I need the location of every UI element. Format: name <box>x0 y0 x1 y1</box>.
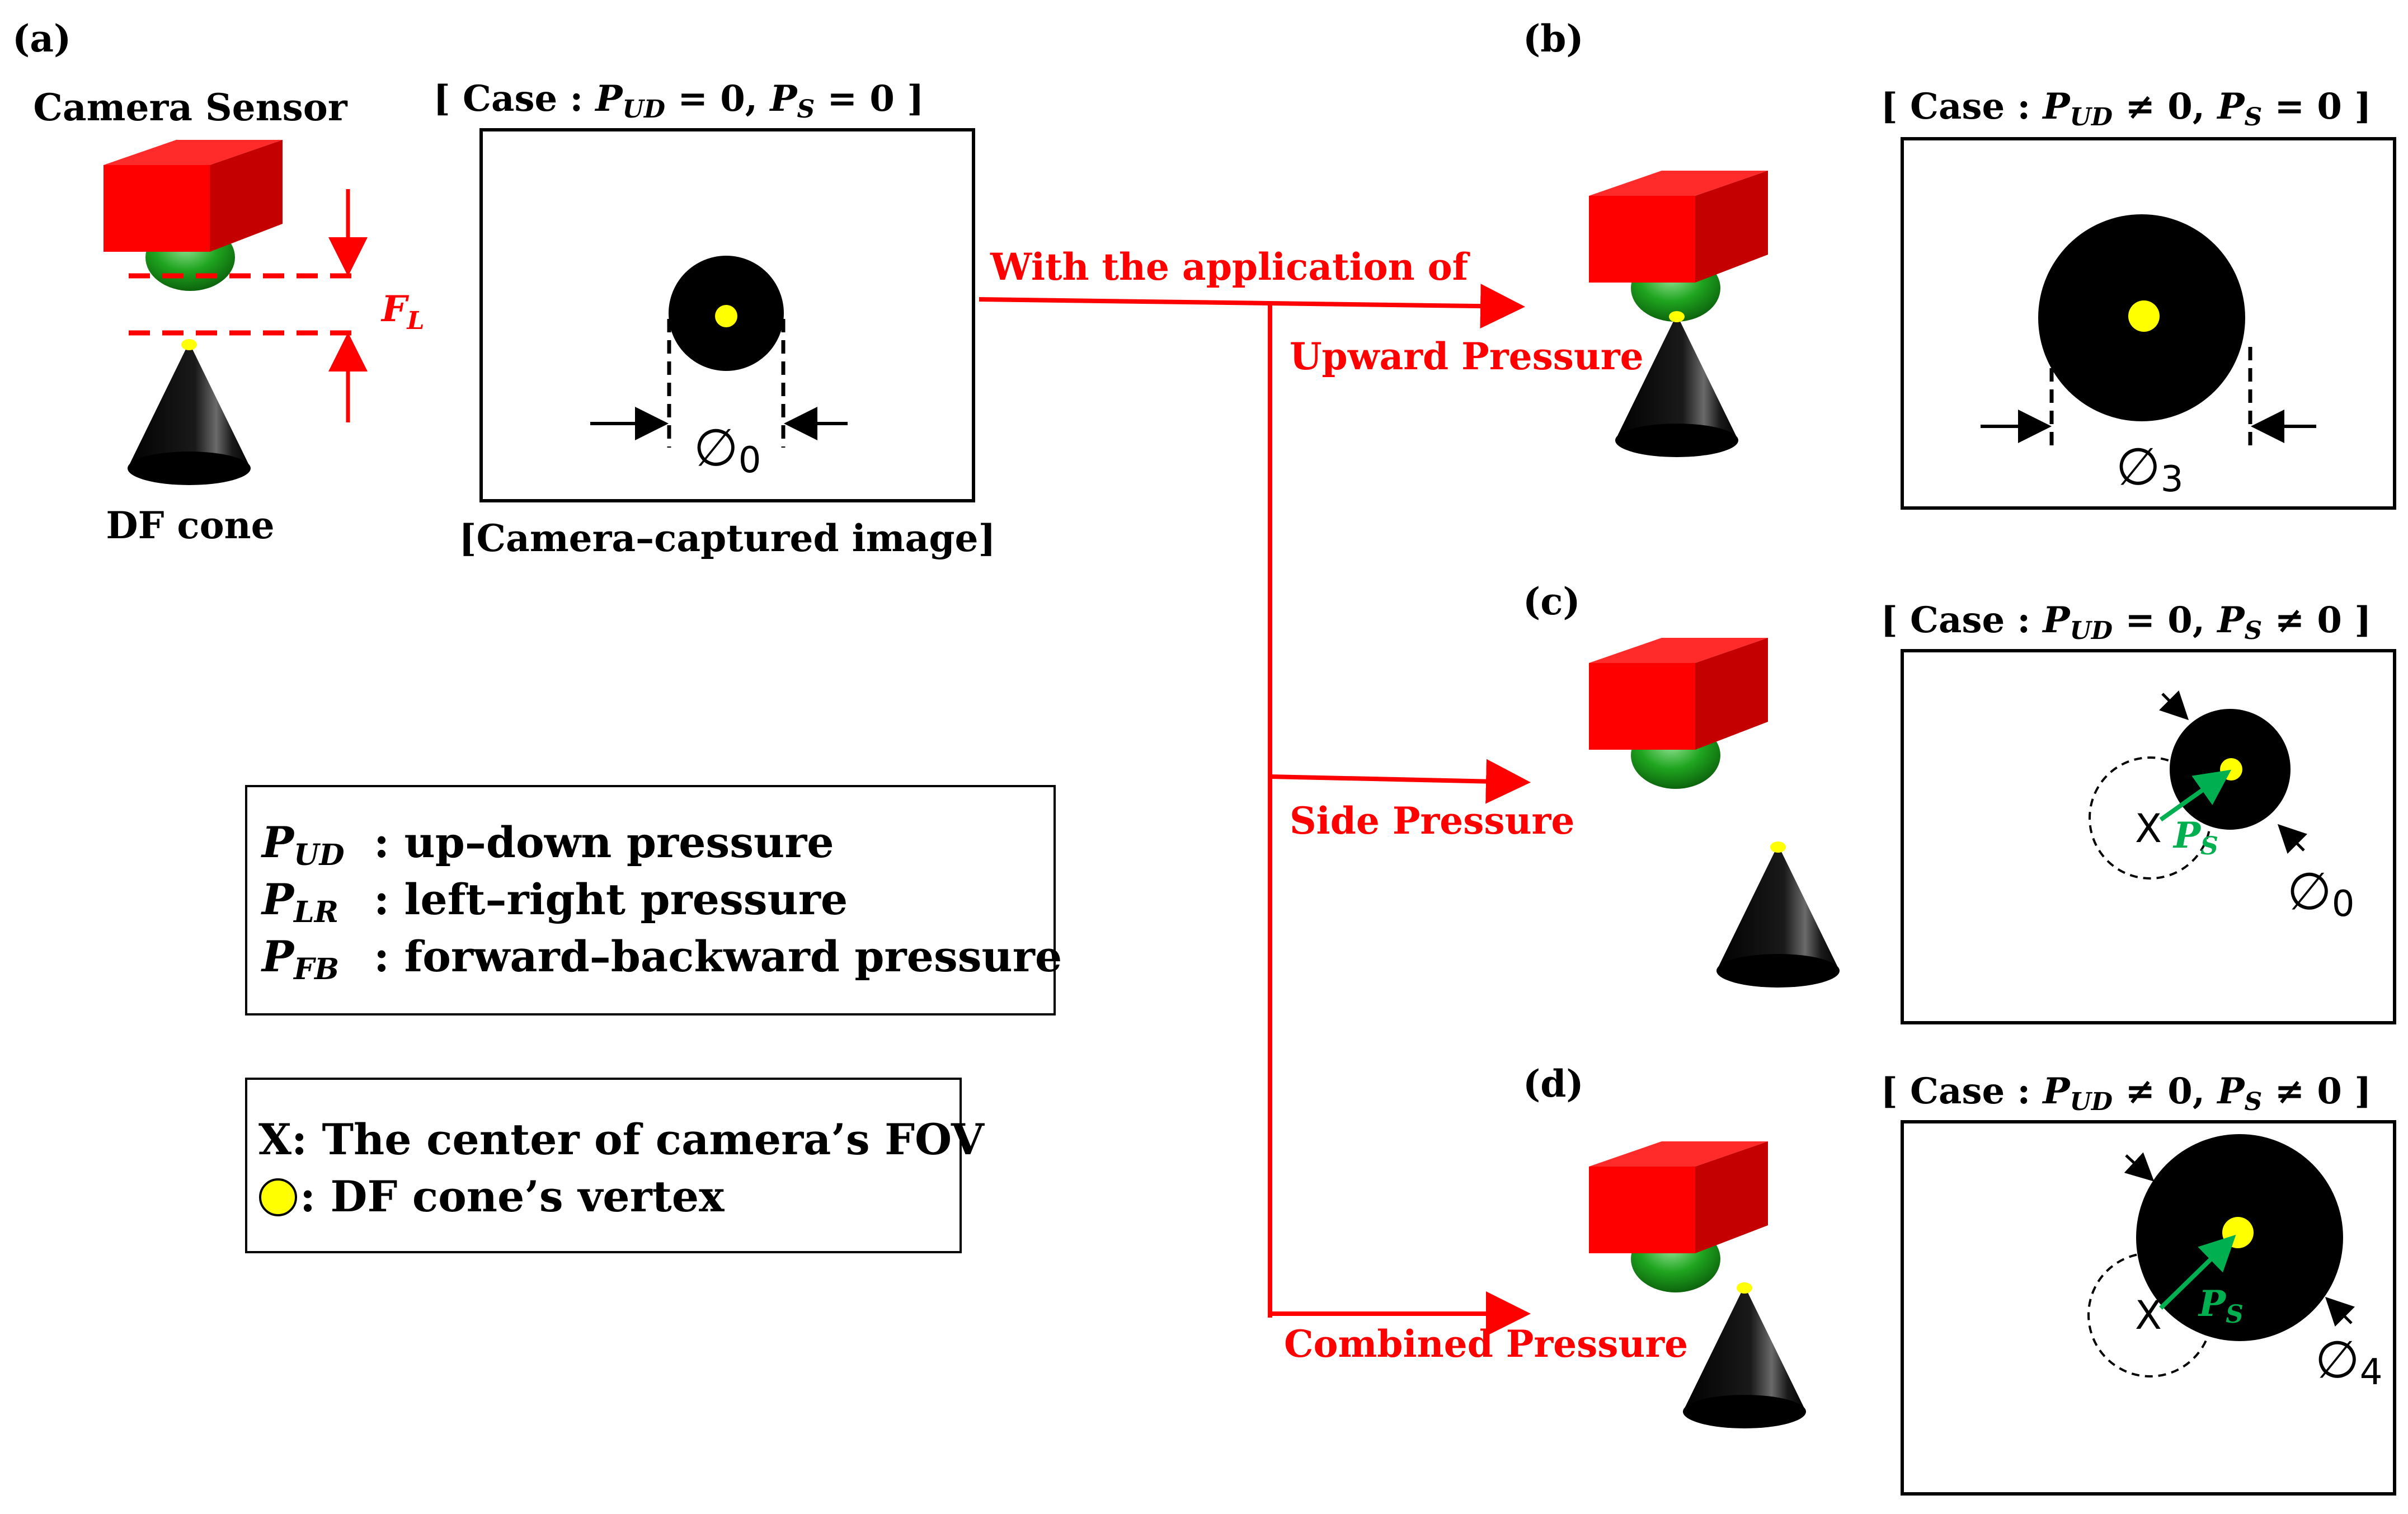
panel-c-case: [ Case : PUD = 0, PS ≠ 0 ] <box>1880 599 2371 645</box>
df-cone-icon <box>1716 841 1840 988</box>
df-cone-icon <box>1683 1282 1806 1428</box>
captured-image-frame <box>479 128 975 502</box>
side-arrow <box>1269 759 1531 804</box>
df-cone-icon <box>128 339 251 485</box>
main-arrow <box>979 284 1525 329</box>
panel-a-case: [ Case : PUD = 0, PS = 0 ] <box>433 78 924 124</box>
fov-center-mark: X <box>2135 806 2162 852</box>
side-pressure-vector <box>2159 769 2232 822</box>
diameter-arrow-bottom <box>2325 1296 2355 1327</box>
vector-label: PS <box>2198 1283 2244 1329</box>
pressure-arrows: With the application of Upward Pressure … <box>979 245 1688 1366</box>
panel-b-label: (b) <box>1523 17 1584 60</box>
focal-length-label: FL <box>380 288 424 335</box>
marker-legend: X: The center of camera’s FOV : DF cone’… <box>245 1078 985 1253</box>
diameter-arrow-top <box>2124 1152 2155 1182</box>
camera-sensor-icon <box>1589 171 1768 322</box>
vertex-dot <box>715 305 737 327</box>
diameter-label: ∅3 <box>2116 437 2184 500</box>
camera-sensor-label: Camera Sensor <box>33 86 347 129</box>
diameter-label: ∅0 <box>694 418 761 481</box>
vector-label: PS <box>2172 815 2218 861</box>
df-cone-icon <box>1615 311 1738 457</box>
captured-image-caption: [Camera–captured image] <box>459 516 995 560</box>
legend-plr: PLR: left–right pressure <box>261 874 848 929</box>
legend-vertex: : DF cone’s vertex <box>300 1172 725 1221</box>
panel-d-image-frame <box>1901 1120 2396 1496</box>
df-cone-label: DF cone <box>106 504 274 547</box>
upward-pressure-label: Upward Pressure <box>1290 335 1644 378</box>
legend-fov-center: X: The center of camera’s FOV <box>258 1115 985 1164</box>
camera-sensor-icon <box>1589 638 1768 789</box>
diameter-arrow-top <box>2159 690 2189 721</box>
combined-pressure-label: Combined Pressure <box>1284 1322 1688 1366</box>
panel-c: (c) [ Case : PUD = 0, PS ≠ 0 ] X PS ∅0 <box>1523 580 2396 1024</box>
panel-d-label: (d) <box>1523 1062 1584 1106</box>
side-pressure-label: Side Pressure <box>1290 799 1574 843</box>
camera-sensor-icon <box>1589 1141 1768 1292</box>
panel-c-image-frame <box>1901 649 2396 1024</box>
legend-pfb: PFB: forward–backward pressure <box>261 932 1062 986</box>
diameter-label: ∅4 <box>2315 1330 2383 1393</box>
pressure-legend: PUD: up–down pressure PLR: left–right pr… <box>245 785 1062 1015</box>
pressure-legend-box <box>245 785 1056 1015</box>
panel-d-case: [ Case : PUD ≠ 0, PS ≠ 0 ] <box>1880 1070 2371 1116</box>
panel-a: (a) Camera Sensor DF cone FL [ Case : PU… <box>12 17 996 560</box>
vertex-legend-icon <box>259 1178 297 1216</box>
legend-pud: PUD: up–down pressure <box>261 817 834 872</box>
panel-d: (d) [ Case : PUD ≠ 0, PS ≠ 0 ] X PS ∅4 <box>1523 1062 2396 1496</box>
panel-b: (b) [ Case : PUD ≠ 0, PS = 0 ] ∅3 <box>1523 17 2396 510</box>
camera-sensor-icon <box>104 140 283 291</box>
combined-pressure-vector <box>2159 1234 2236 1310</box>
panel-a-label: (a) <box>12 17 71 60</box>
panel-c-label: (c) <box>1523 580 1581 623</box>
diameter-label: ∅0 <box>2287 862 2355 925</box>
main-arrow-label: With the application of <box>990 245 1470 289</box>
diameter-arrow-bottom <box>2277 824 2307 854</box>
panel-b-case: [ Case : PUD ≠ 0, PS = 0 ] <box>1880 86 2371 131</box>
fov-center-mark: X <box>2135 1292 2162 1338</box>
panel-b-image-frame <box>1901 137 2396 510</box>
marker-legend-box <box>245 1078 962 1253</box>
vertex-dot <box>2128 300 2160 332</box>
